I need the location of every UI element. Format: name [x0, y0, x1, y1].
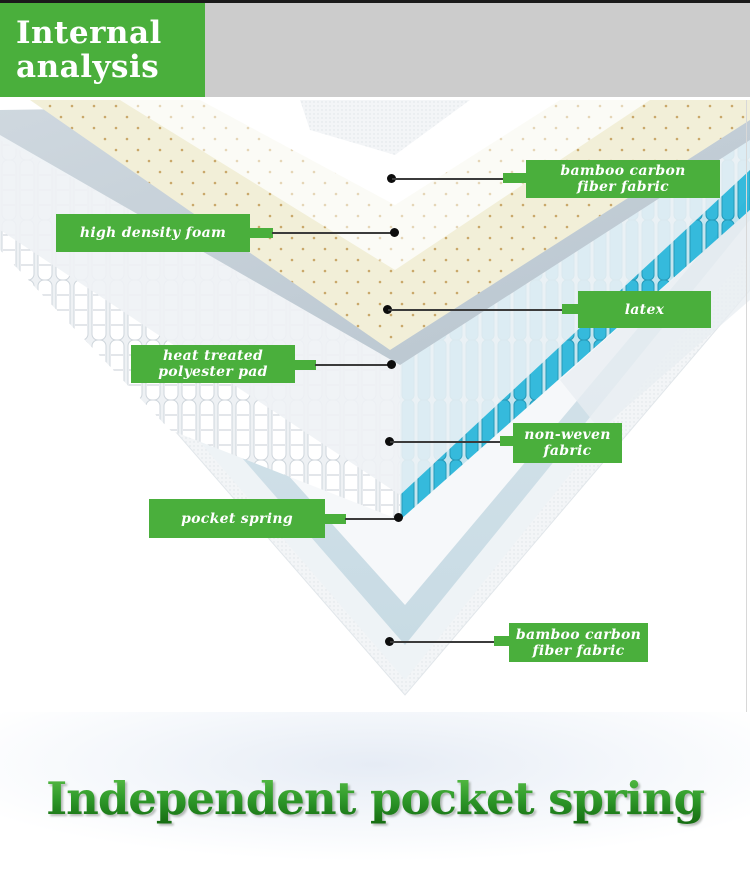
callout-leader-bottom-fabric: [390, 641, 496, 643]
section-title-badge: Internal analysis: [0, 3, 205, 97]
footer-banner-background: [0, 712, 750, 888]
callout-tab-pad: [294, 360, 316, 370]
header-bar: [205, 3, 750, 97]
callout-tab-top-fabric: [503, 173, 527, 183]
callout-label-foam: high density foam: [56, 214, 250, 252]
section-title-line1: Internal: [16, 15, 162, 51]
callout-text-line: bamboo carbon: [515, 626, 642, 643]
callout-leader-foam: [272, 232, 394, 234]
callout-leader-latex: [388, 309, 564, 311]
callout-text-line: fabric: [543, 443, 592, 459]
callout-text-line: high density foam: [79, 225, 227, 241]
callout-text-line: fiber fabric: [577, 179, 669, 195]
callout-text-line: pocket spring: [181, 510, 293, 527]
callout-dot-top-fabric: [387, 174, 396, 183]
section-title-line2: analysis: [16, 49, 160, 85]
footer-banner-title: Independent pocket spring: [0, 772, 750, 825]
callout-text-line: fiber fabric: [532, 642, 625, 659]
page-edge-line: [746, 100, 747, 712]
callout-dot-bottom-fabric: [385, 637, 394, 646]
callout-tab-foam: [249, 228, 273, 238]
callout-dot-nonwoven: [385, 437, 394, 446]
callout-leader-spring: [345, 518, 397, 520]
callout-tab-latex: [562, 304, 580, 314]
callout-text-line: bamboo carbon: [560, 163, 686, 179]
callout-tab-bottom-fabric: [494, 636, 510, 646]
callout-tab-spring: [324, 514, 346, 524]
callout-label-nonwoven: non-weven fabric: [513, 423, 622, 463]
callout-dot-spring: [394, 513, 403, 522]
callout-label-latex: latex: [578, 291, 711, 328]
callout-dot-pad: [387, 360, 396, 369]
header-separator: [0, 97, 750, 101]
callout-text-line: heat treated: [162, 348, 264, 364]
callout-leader-nonwoven: [390, 441, 502, 443]
callout-tab-nonwoven: [500, 436, 514, 446]
callout-text-line: polyester pad: [158, 364, 268, 380]
callout-label-spring: pocket spring: [149, 499, 325, 538]
callout-label-bottom-fabric: bamboo carbon fiber fabric: [509, 623, 648, 662]
callout-leader-pad: [315, 364, 392, 366]
top-border: [0, 0, 750, 3]
callout-dot-latex: [383, 305, 392, 314]
callout-dot-foam: [390, 228, 399, 237]
callout-leader-top-fabric: [392, 178, 504, 180]
callout-text-line: latex: [624, 301, 665, 318]
callout-text-line: non-weven: [524, 427, 611, 443]
callout-label-top-fabric: bamboo carbon fiber fabric: [526, 160, 720, 198]
callout-label-pad: heat treated polyester pad: [131, 345, 295, 383]
